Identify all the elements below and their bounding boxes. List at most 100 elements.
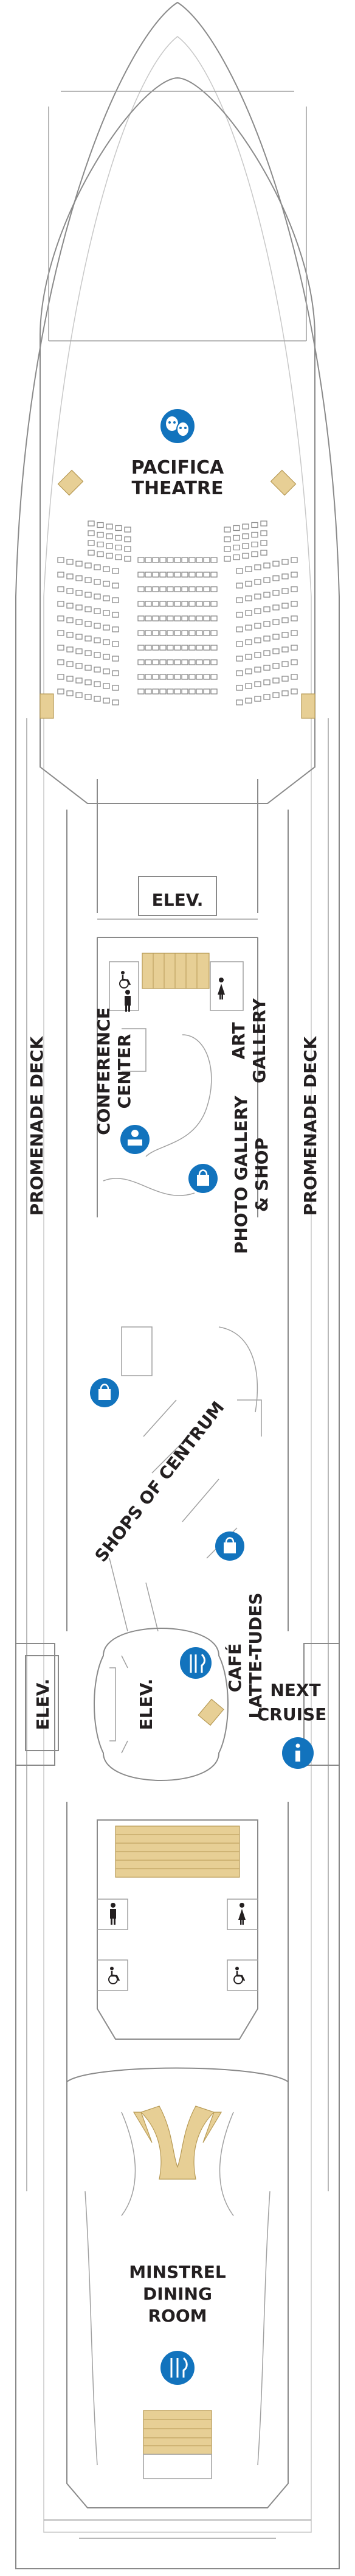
theatre-seat — [152, 674, 159, 680]
theatre-seat — [75, 590, 83, 596]
theatre-seat — [236, 597, 243, 603]
theatre-seat — [203, 659, 210, 665]
theatre-seat — [236, 568, 243, 574]
theatre-seat — [260, 520, 267, 527]
theatre-seat — [254, 623, 261, 629]
theatre-seat — [245, 625, 252, 631]
theatre-seat — [263, 621, 271, 627]
theatre-seat — [236, 626, 243, 632]
theatre-seat — [145, 659, 152, 665]
theatre-seat — [203, 630, 210, 636]
theatre-seat — [84, 679, 92, 685]
theatre-seat — [281, 690, 289, 696]
theatre-seat — [112, 699, 119, 705]
theatre-seat — [88, 540, 95, 546]
theatre-seat — [242, 523, 249, 530]
theatre-seat — [159, 557, 167, 563]
theatre-seat — [196, 557, 203, 563]
theatre-seat — [203, 645, 210, 651]
theatre-seat — [84, 606, 92, 612]
theatre-seat — [181, 688, 188, 695]
theatre-seat — [88, 520, 95, 527]
next-cruise-line1: NEXT — [270, 1680, 320, 1700]
art-gallery-line2: GALLERY — [249, 998, 269, 1083]
theatre-seat — [196, 630, 203, 636]
theatre-seat — [263, 665, 271, 671]
theatre-seat — [210, 572, 218, 578]
theatre-seat — [203, 688, 210, 695]
theatre-seat — [281, 573, 289, 579]
photo-gallery-line2: & SHOP — [252, 1138, 272, 1212]
theatre-seat — [137, 645, 145, 651]
theatre-seat — [224, 556, 231, 562]
theatre-seat — [233, 525, 240, 531]
theatre-seat — [281, 632, 289, 638]
theatre-seat — [245, 581, 252, 587]
theatre-seat — [181, 586, 188, 592]
theatre-seat — [103, 654, 110, 660]
theatre-seat — [167, 659, 174, 665]
theatre-seat — [181, 615, 188, 621]
theatre-seat — [57, 630, 64, 636]
theatre-seat — [106, 543, 113, 549]
theatre-seat — [145, 645, 152, 651]
theatre-seat — [210, 645, 218, 651]
theatre-seat — [57, 674, 64, 680]
theatre-seat — [167, 645, 174, 651]
theatre-seat — [242, 553, 249, 559]
theatre-seat — [145, 601, 152, 607]
theatre-seat — [291, 659, 298, 665]
conference-icon — [120, 1125, 150, 1154]
theatre-seat — [263, 635, 271, 642]
theatre-seat — [272, 677, 280, 684]
theatre-seat — [137, 659, 145, 665]
next-cruise-line2: CRUISE — [257, 1704, 327, 1724]
theatre-seat — [57, 601, 64, 607]
theatre-seat — [94, 696, 101, 702]
theatre-seat — [137, 630, 145, 636]
theatre-seat — [254, 696, 261, 702]
stair-dining-aft — [143, 2410, 212, 2455]
theatre-seat — [210, 586, 218, 592]
theatre-seat — [188, 688, 196, 695]
theatre-seat — [196, 586, 203, 592]
cafe-label-line2: LATTE-TUDES — [246, 1592, 266, 1718]
theatre-seat — [94, 564, 101, 570]
theatre-seat — [124, 536, 131, 542]
theatre-seat — [263, 694, 271, 700]
theatre-seat — [188, 557, 196, 563]
theatre-seat — [75, 663, 83, 669]
theatre-seat — [272, 590, 280, 596]
theatre-seat — [251, 522, 258, 528]
theatre-seat — [103, 698, 110, 704]
theatre-seat — [159, 615, 167, 621]
theatre-seat — [210, 659, 218, 665]
theatre-seat — [57, 557, 64, 563]
theatre-seat — [181, 630, 188, 636]
theatre-seat — [167, 557, 174, 563]
theatre-seat — [245, 639, 252, 645]
dining-room-line2: DINING — [143, 2284, 212, 2304]
theatre-seat — [272, 604, 280, 611]
dining-icon-cafe — [180, 1647, 212, 1679]
theatre-seat — [112, 685, 119, 691]
theatre-seat — [97, 531, 104, 538]
theatre-seat — [233, 534, 240, 541]
theatre-seat — [245, 698, 252, 704]
theatre-seat — [251, 541, 258, 548]
theatre-seat — [254, 608, 261, 614]
restroom-icon-men-left — [125, 990, 131, 1012]
theatre-seat — [254, 637, 261, 643]
dining-room-boundary — [66, 2067, 289, 2508]
theatre-seat — [203, 572, 210, 578]
theatre-seat — [159, 659, 167, 665]
theatre-seat — [159, 688, 167, 695]
theatre-seat — [203, 586, 210, 592]
conference-center-line1: CONFERENCE — [94, 1007, 114, 1135]
elevator-top-label: ELEV. — [152, 890, 204, 910]
theatre-seat — [188, 659, 196, 665]
theatre-seat — [145, 586, 152, 592]
theatre-seat — [210, 630, 218, 636]
theatre-seat — [94, 681, 101, 687]
photo-gallery-line1: PHOTO GALLERY — [231, 1095, 251, 1254]
